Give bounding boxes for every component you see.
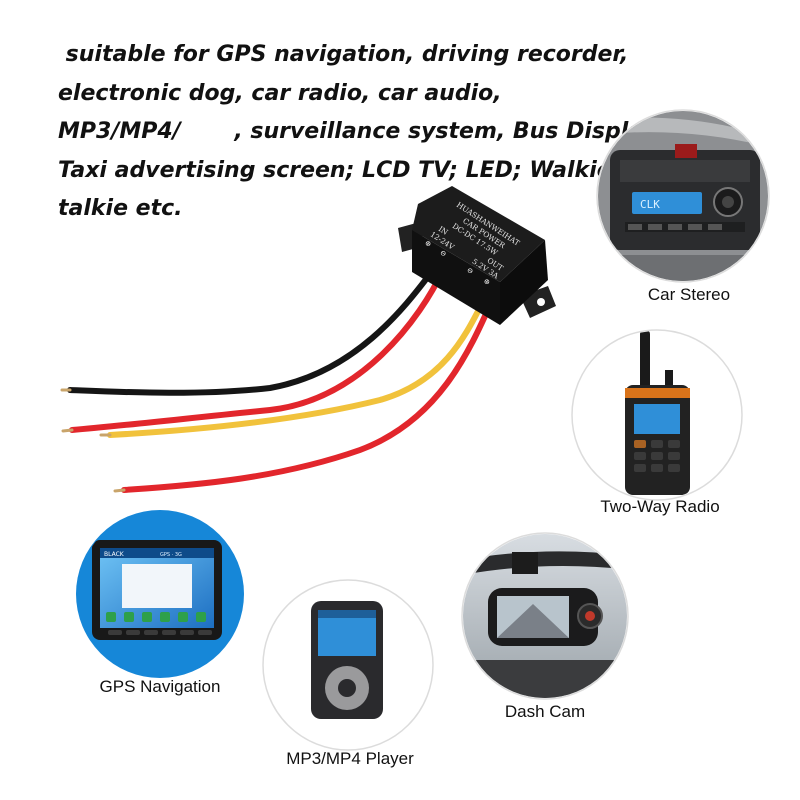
mp3-player-image bbox=[262, 579, 434, 751]
gps-navigation-image: BLACK GPS · 3G bbox=[76, 510, 244, 678]
description-line: talkie etc. bbox=[58, 196, 183, 221]
wire-black bbox=[67, 262, 440, 396]
car-stereo-image: CLK bbox=[596, 109, 770, 283]
module-body-side bbox=[412, 230, 500, 325]
wire-yellow bbox=[107, 289, 491, 438]
module-minus: ⊖ bbox=[438, 248, 448, 259]
caption-mp3-player: MP3/MP4 Player bbox=[286, 749, 414, 768]
dash-cam-image bbox=[461, 532, 629, 700]
module-minus: ⊖ bbox=[465, 265, 475, 276]
description-line: suitable for GPS navigation, driving rec… bbox=[58, 42, 629, 67]
module-plus: ⊕ bbox=[482, 276, 492, 287]
radio-screen bbox=[634, 404, 680, 434]
description-line: Taxi advertising screen; LCD TV; LED; Wa… bbox=[58, 157, 612, 183]
converter-module: HUASHANWEIHAT CAR POWER DC-DC 17.5W IN O… bbox=[398, 186, 556, 325]
wire-tip bbox=[113, 488, 126, 493]
antenna-icon bbox=[640, 331, 650, 390]
module-body-top bbox=[412, 186, 545, 282]
description-line: electronic dog, car radio, car audio, bbox=[58, 80, 502, 106]
wire-bundle bbox=[60, 262, 497, 493]
wire-tip bbox=[61, 428, 74, 433]
wire-red-input bbox=[69, 265, 447, 433]
module-plus: ⊕ bbox=[423, 238, 433, 249]
gps-brand: BLACK bbox=[104, 551, 125, 558]
stereo-display bbox=[632, 192, 702, 214]
wire-red-output bbox=[121, 293, 497, 493]
dash-mount-icon bbox=[512, 552, 538, 574]
caption-two-way-radio: Two-Way Radio bbox=[600, 497, 720, 516]
caption-dash-cam: Dash Cam bbox=[504, 702, 586, 721]
caption-car-stereo: Car Stereo bbox=[647, 285, 731, 304]
gps-status: GPS · 3G bbox=[160, 552, 182, 558]
two-way-radio-image bbox=[571, 329, 743, 501]
hazard-icon bbox=[675, 144, 697, 158]
stereo-display-text: CLK bbox=[640, 198, 660, 211]
caption-gps-navigation: GPS Navigation bbox=[99, 677, 221, 696]
